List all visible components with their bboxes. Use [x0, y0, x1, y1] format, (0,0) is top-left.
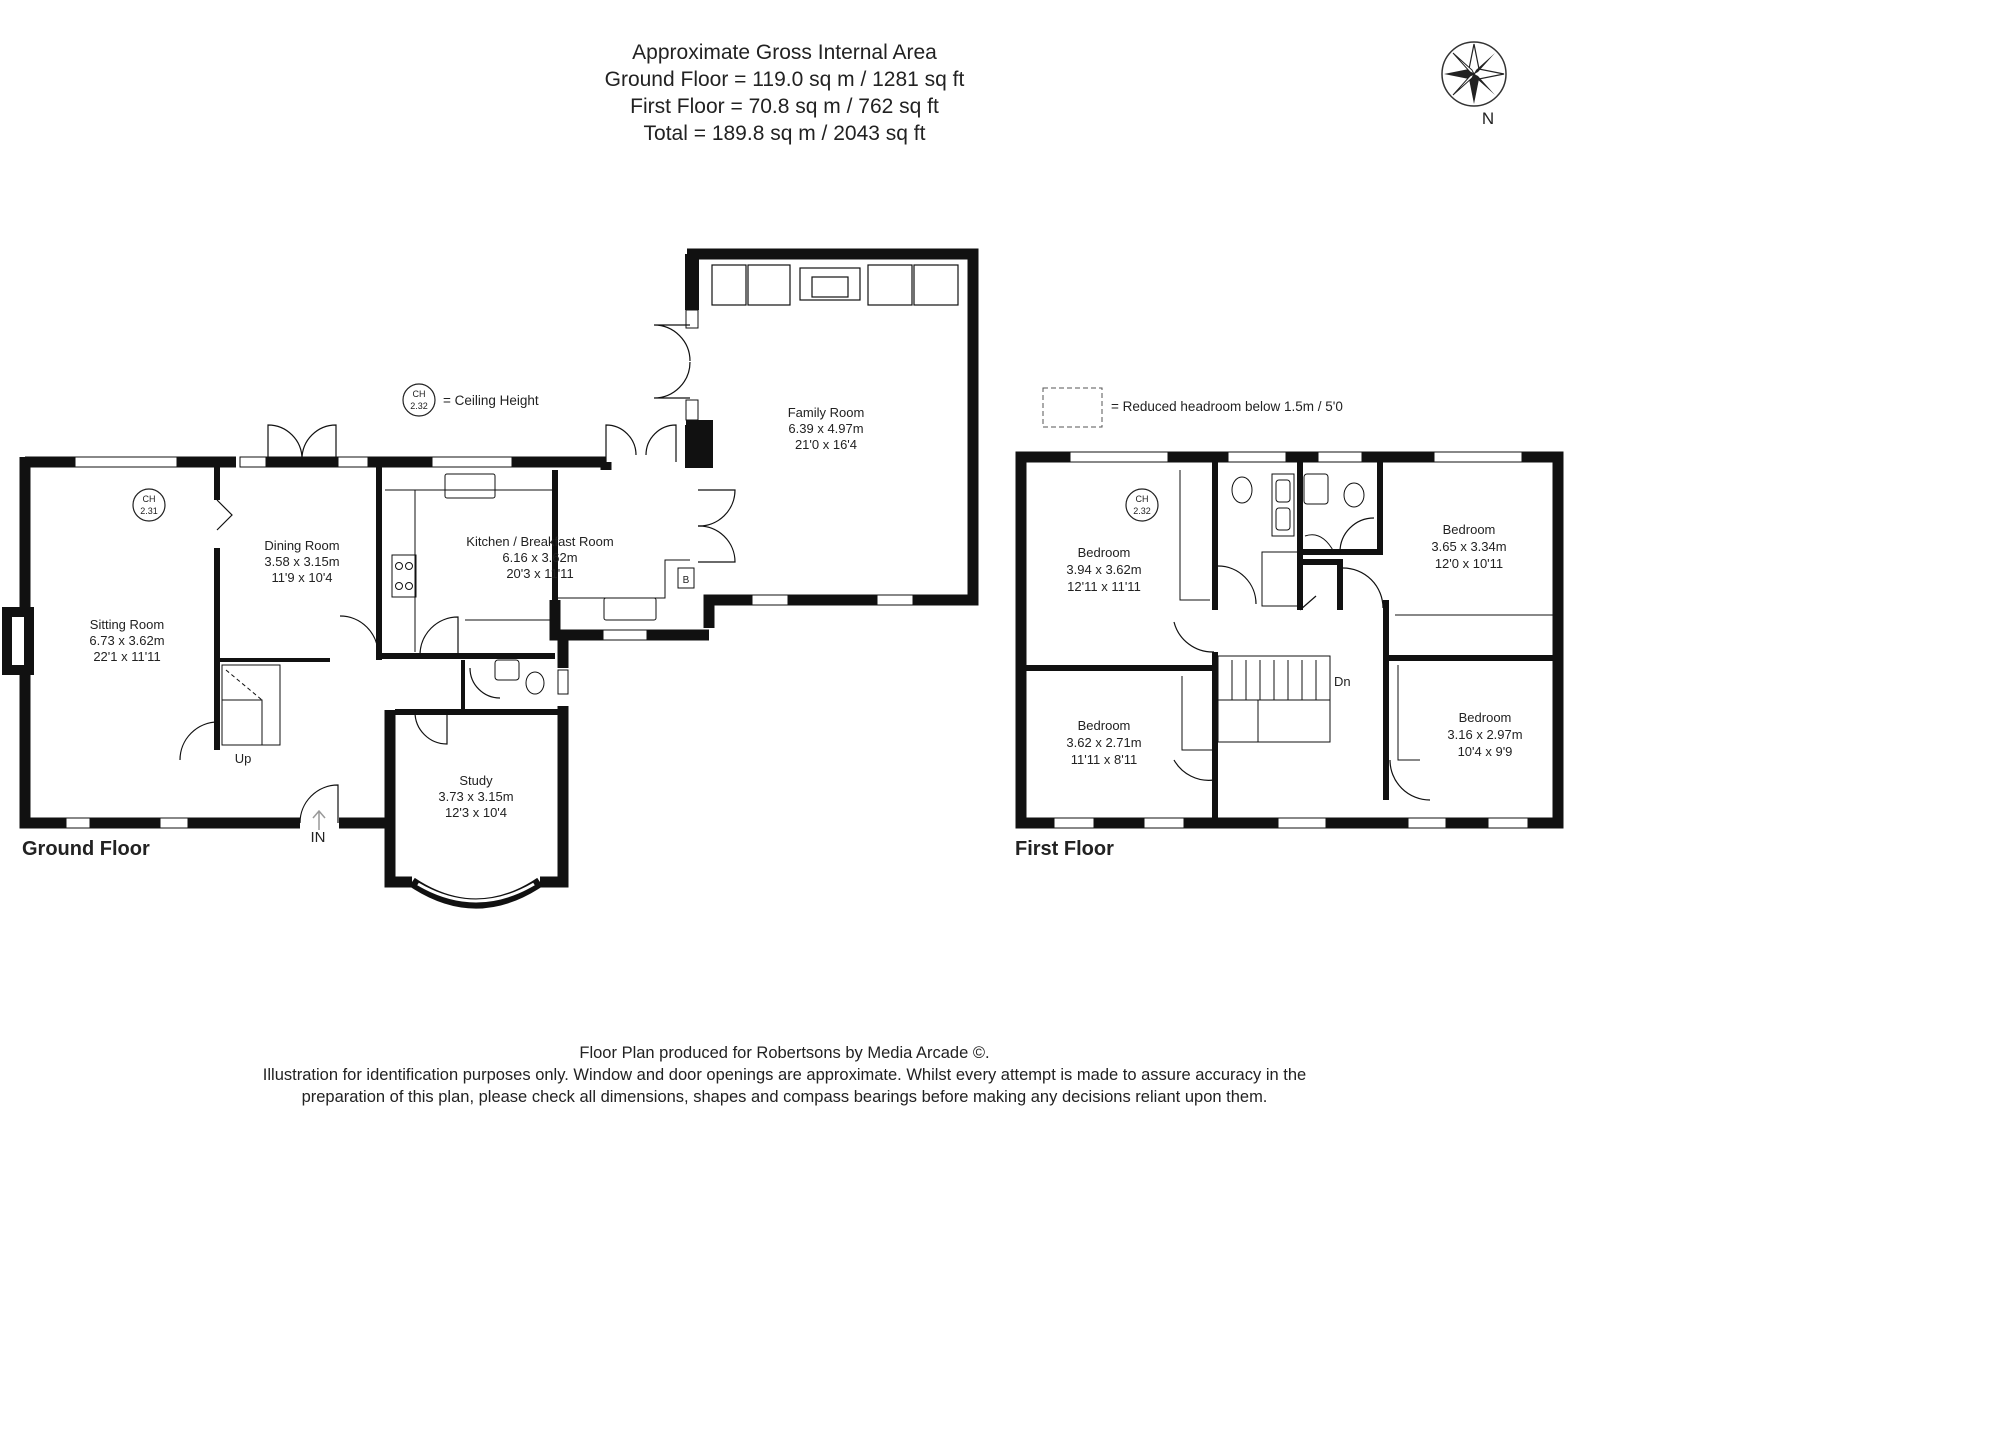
reduced-headroom-legend: = Reduced headroom below 1.5m / 5'0 [1042, 387, 1343, 428]
dining-room-name: Dining Room [264, 538, 339, 553]
study-imperial: 12'3 x 10'4 [445, 805, 507, 820]
bedroom-4-name: Bedroom [1459, 710, 1512, 725]
legend-ceiling-height-text: = Ceiling Height [443, 393, 539, 408]
bedroom-2-name: Bedroom [1443, 522, 1496, 537]
ground-floor-label: Ground Floor [22, 838, 150, 860]
first-floor-area: First Floor = 70.8 sq m / 762 sq ft [630, 95, 939, 118]
compass-rose-icon [1441, 41, 1507, 107]
floor-plan-drawing: N CH 2.32 = Ceiling Height = Reduced hea… [2, 41, 1564, 909]
ceiling-height-legend: CH 2.32 = Ceiling Height [402, 383, 539, 417]
ground-floor-plan: B Up IN CH 2.31 Sitting Room 6.73 x 3.62… [2, 248, 979, 909]
sitting-room-name: Sitting Room [90, 617, 164, 632]
entrance-label: IN [311, 829, 326, 846]
legend-reduced-headroom-text: = Reduced headroom below 1.5m / 5'0 [1111, 399, 1343, 414]
bedroom-1-imperial: 12'11 x 11'11 [1067, 579, 1141, 594]
bedroom-3-name: Bedroom [1078, 718, 1131, 733]
sitting-room-ch-badge: CH [143, 494, 156, 504]
kitchen-imperial: 20'3 x 11'11 [506, 566, 573, 581]
family-room-imperial: 21'0 x 16'4 [795, 437, 857, 452]
stairs-down-label: Dn [1334, 674, 1351, 689]
stairs-up-label: Up [235, 751, 252, 766]
total-area: Total = 189.8 sq m / 2043 sq ft [643, 122, 926, 145]
bedroom-1-ch-badge: CH [1136, 494, 1149, 504]
first-floor-label: First Floor [1015, 838, 1114, 860]
bedroom-2-metric: 3.65 x 3.34m [1431, 539, 1506, 554]
kitchen-metric: 6.16 x 3.62m [502, 550, 577, 565]
bedroom-3-metric: 3.62 x 2.71m [1066, 735, 1141, 750]
kitchen-name: Kitchen / Breakfast Room [466, 534, 613, 549]
legend-ch-value: 2.32 [410, 401, 428, 411]
footer-disclaimer-1: Illustration for identification purposes… [262, 1066, 1307, 1084]
dining-room-imperial: 11'9 x 10'4 [271, 570, 332, 585]
sitting-room-ch-value: 2.31 [140, 506, 158, 516]
study-name: Study [459, 773, 493, 788]
area-title: Approximate Gross Internal Area [632, 41, 937, 64]
north-label: N [1482, 109, 1494, 128]
first-floor-plan: Dn CH 2.32 Bedroom 3.94 x 3.62m 12'11 x … [1015, 451, 1564, 829]
footer-credit: Floor Plan produced for Robertsons by Me… [579, 1044, 990, 1062]
bedroom-1-metric: 3.94 x 3.62m [1066, 562, 1141, 577]
bedroom-1-ch-value: 2.32 [1133, 506, 1151, 516]
legend-ch-badge: CH [413, 389, 426, 399]
family-room-name: Family Room [788, 405, 865, 420]
bedroom-3-imperial: 11'11 x 8'11 [1071, 752, 1137, 767]
dining-room-metric: 3.58 x 3.15m [264, 554, 339, 569]
ground-floor-area: Ground Floor = 119.0 sq m / 1281 sq ft [604, 68, 965, 91]
sitting-room-imperial: 22'1 x 11'11 [93, 649, 160, 664]
sitting-room-metric: 6.73 x 3.62m [89, 633, 164, 648]
bedroom-4-imperial: 10'4 x 9'9 [1458, 744, 1513, 759]
bedroom-4-metric: 3.16 x 2.97m [1447, 727, 1522, 742]
study-metric: 3.73 x 3.15m [438, 789, 513, 804]
bedroom-2-imperial: 12'0 x 10'11 [1435, 556, 1503, 571]
family-room-metric: 6.39 x 4.97m [788, 421, 863, 436]
boiler-label: B [683, 575, 690, 586]
bedroom-1-name: Bedroom [1078, 545, 1131, 560]
footer-disclaimer-2: preparation of this plan, please check a… [301, 1088, 1268, 1106]
